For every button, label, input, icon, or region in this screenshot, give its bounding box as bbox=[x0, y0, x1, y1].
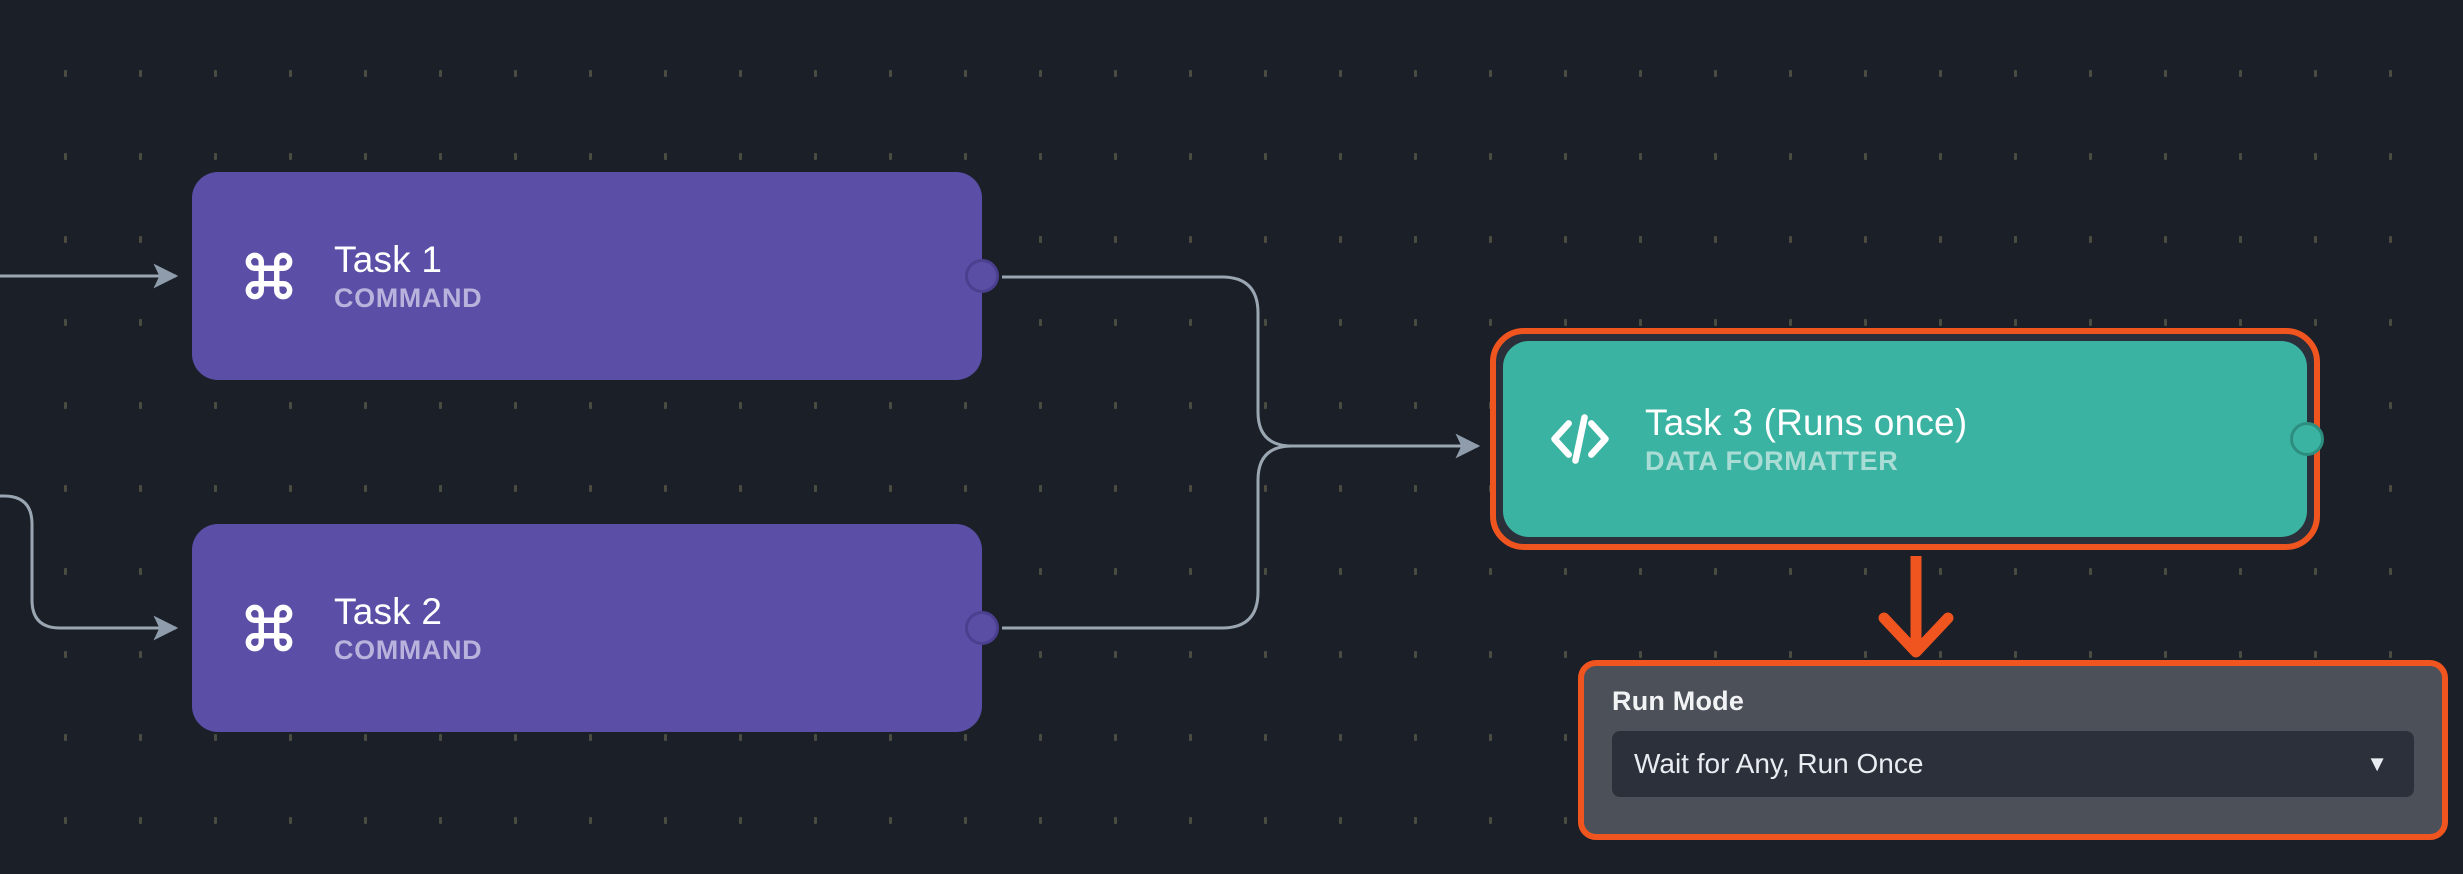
node-task3-title: Task 3 (Runs once) bbox=[1645, 402, 1968, 444]
node-task3-selection-highlight: Task 3 (Runs once) DATA FORMATTER bbox=[1490, 328, 2324, 550]
node-task2-title: Task 2 bbox=[334, 591, 443, 633]
run-mode-label: Run Mode bbox=[1612, 686, 1745, 716]
node-task2-output-port[interactable] bbox=[965, 611, 999, 645]
edge-in-task2 bbox=[0, 494, 179, 641]
node-task3-labels: Task 3 (Runs once) DATA FORMATTER bbox=[1645, 402, 1967, 476]
node-task3[interactable]: Task 3 (Runs once) DATA FORMATTER bbox=[1503, 341, 2324, 537]
edge-task2-to-task3 bbox=[1002, 444, 1293, 630]
highlight-arrow-icon bbox=[1878, 556, 1954, 658]
node-task1-output-port[interactable] bbox=[965, 259, 999, 293]
node-task2-labels: Task 2 COMMAND bbox=[334, 591, 482, 665]
node-task1-labels: Task 1 COMMAND bbox=[334, 239, 482, 313]
node-task1[interactable]: Task 1 COMMAND bbox=[192, 172, 999, 380]
chevron-down-icon[interactable]: ▼ bbox=[2366, 751, 2388, 776]
command-icon bbox=[226, 597, 312, 659]
run-mode-select[interactable]: Wait for Any, Run Once ▼ bbox=[1612, 731, 2414, 797]
node-task3-subtitle: DATA FORMATTER bbox=[1645, 445, 1899, 476]
node-task2-subtitle: COMMAND bbox=[334, 634, 483, 665]
node-task3-output-port[interactable] bbox=[2290, 422, 2324, 456]
run-mode-selected-value: Wait for Any, Run Once bbox=[1634, 748, 1924, 779]
node-task1-subtitle: COMMAND bbox=[334, 282, 483, 313]
node-task2[interactable]: Task 2 COMMAND bbox=[192, 524, 999, 732]
run-mode-panel: Run Mode Wait for Any, Run Once ▼ bbox=[1578, 660, 2448, 840]
edge-task1-to-task3 bbox=[1002, 275, 1293, 448]
command-icon bbox=[226, 245, 312, 307]
node-task1-title: Task 1 bbox=[334, 239, 443, 281]
code-brackets-icon bbox=[1537, 405, 1623, 473]
